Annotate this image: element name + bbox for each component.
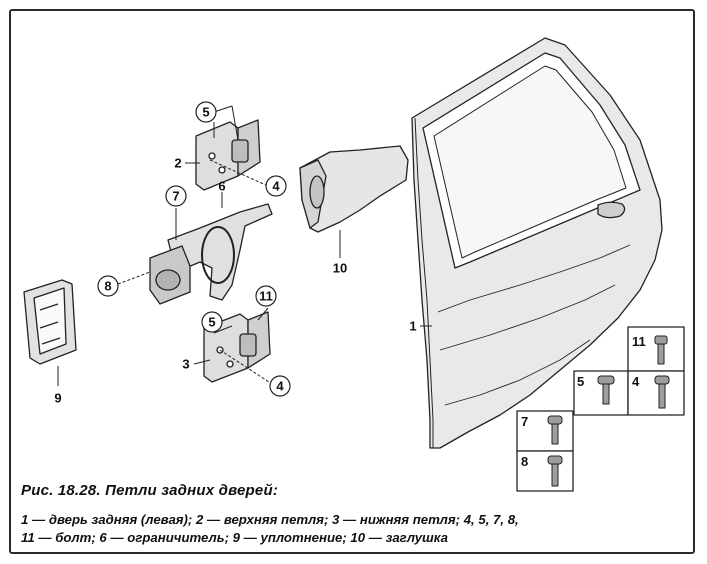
- bolt-4-icon: [654, 375, 670, 409]
- label-8: 8: [104, 279, 111, 294]
- label-7: 7: [172, 189, 179, 204]
- label-11: 11: [259, 289, 273, 304]
- rear-door: [411, 37, 663, 449]
- upper-hinge: [195, 119, 261, 191]
- label-4-bottom: 4: [276, 379, 284, 394]
- grid-label-11: 11: [632, 334, 646, 349]
- grid-label-7: 7: [521, 414, 528, 429]
- legend-line-1: 1 — дверь задняя (левая); 2 — верхняя пе…: [21, 512, 519, 527]
- grid-label-5: 5: [577, 374, 584, 389]
- leader-lines: [57, 105, 432, 386]
- label-6: 6: [218, 179, 225, 194]
- legend-line-2: 11 — болт; 6 — ограничитель; 9 — уплотне…: [21, 530, 448, 545]
- callout-circle-7: [165, 185, 187, 207]
- label-5-bottom: 5: [208, 315, 215, 330]
- plug: [299, 145, 409, 233]
- door-limiter: [149, 203, 273, 305]
- figure-frame: [9, 9, 695, 554]
- label-5-top: 5: [202, 105, 209, 120]
- label-3: 3: [182, 357, 189, 372]
- bolt-grid: [516, 326, 685, 492]
- callout-circle-5-bottom: [201, 311, 223, 333]
- label-2: 2: [174, 156, 181, 171]
- seal: [23, 279, 77, 365]
- callout-circle-5-top: [195, 101, 217, 123]
- bolt-7-icon: [547, 415, 563, 445]
- bolt-8-icon: [547, 455, 563, 487]
- label-9: 9: [54, 391, 61, 406]
- grid-label-4: 4: [632, 374, 640, 389]
- figure-legend: 1 — дверь задняя (левая); 2 — верхняя пе…: [21, 511, 681, 547]
- bolt-11-icon: [654, 335, 668, 365]
- callout-circle-11: [255, 285, 277, 307]
- label-4-top: 4: [272, 179, 280, 194]
- callout-circle-4-bottom: [269, 375, 291, 397]
- label-1: 1: [409, 319, 416, 334]
- callout-circle-8: [97, 275, 119, 297]
- figure-title: Рис. 18.28. Петли задних дверей:: [21, 482, 279, 499]
- grid-label-8: 8: [521, 454, 528, 469]
- label-10: 10: [333, 261, 347, 276]
- bolt-5-icon: [597, 375, 615, 405]
- callout-circle-4-top: [265, 175, 287, 197]
